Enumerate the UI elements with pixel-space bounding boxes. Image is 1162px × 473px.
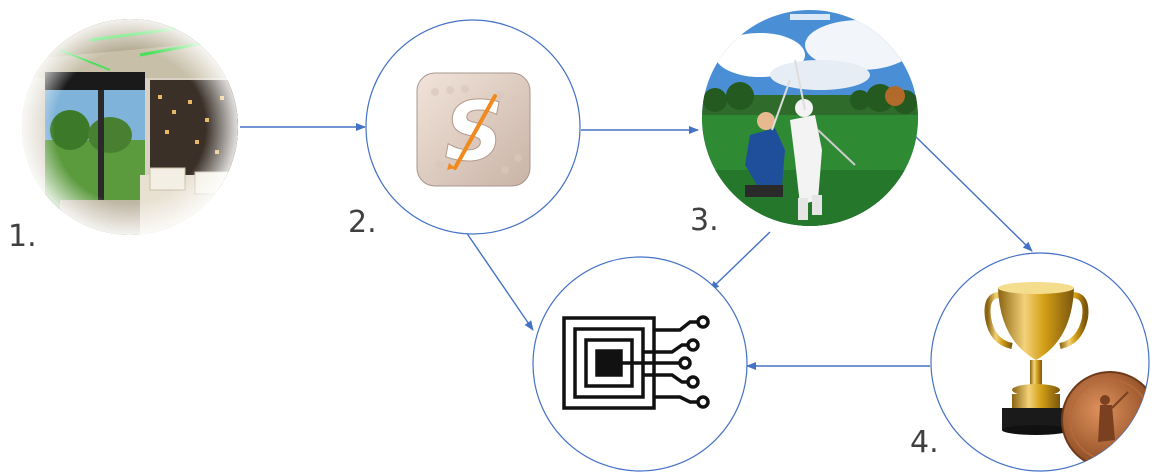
- step-2-number: 2.: [348, 205, 377, 240]
- connectors: [240, 123, 1033, 370]
- step-1-number: 1.: [8, 219, 37, 254]
- golf-simulator-lounge-photo: [22, 19, 238, 235]
- step-2-circle: S: [365, 19, 581, 235]
- golfers-swinging-photo: [702, 10, 918, 226]
- coin-icon: [1061, 371, 1149, 469]
- step-4-circle: [930, 252, 1150, 472]
- trophy-icon: [984, 282, 1089, 435]
- step-3-number: 3.: [690, 203, 719, 238]
- connector-3-to-hub: [709, 231, 771, 291]
- step-4-number: 4.: [910, 425, 939, 460]
- connector-2-to-hub: [465, 231, 534, 331]
- step-1-circle: [22, 19, 238, 235]
- connector-3-to-4: [911, 132, 1033, 252]
- hub-circle: [532, 256, 748, 472]
- golf-app-logo-icon: S: [416, 72, 531, 187]
- step-3-circle: [702, 10, 918, 226]
- circuit-chip-icon: [562, 315, 710, 410]
